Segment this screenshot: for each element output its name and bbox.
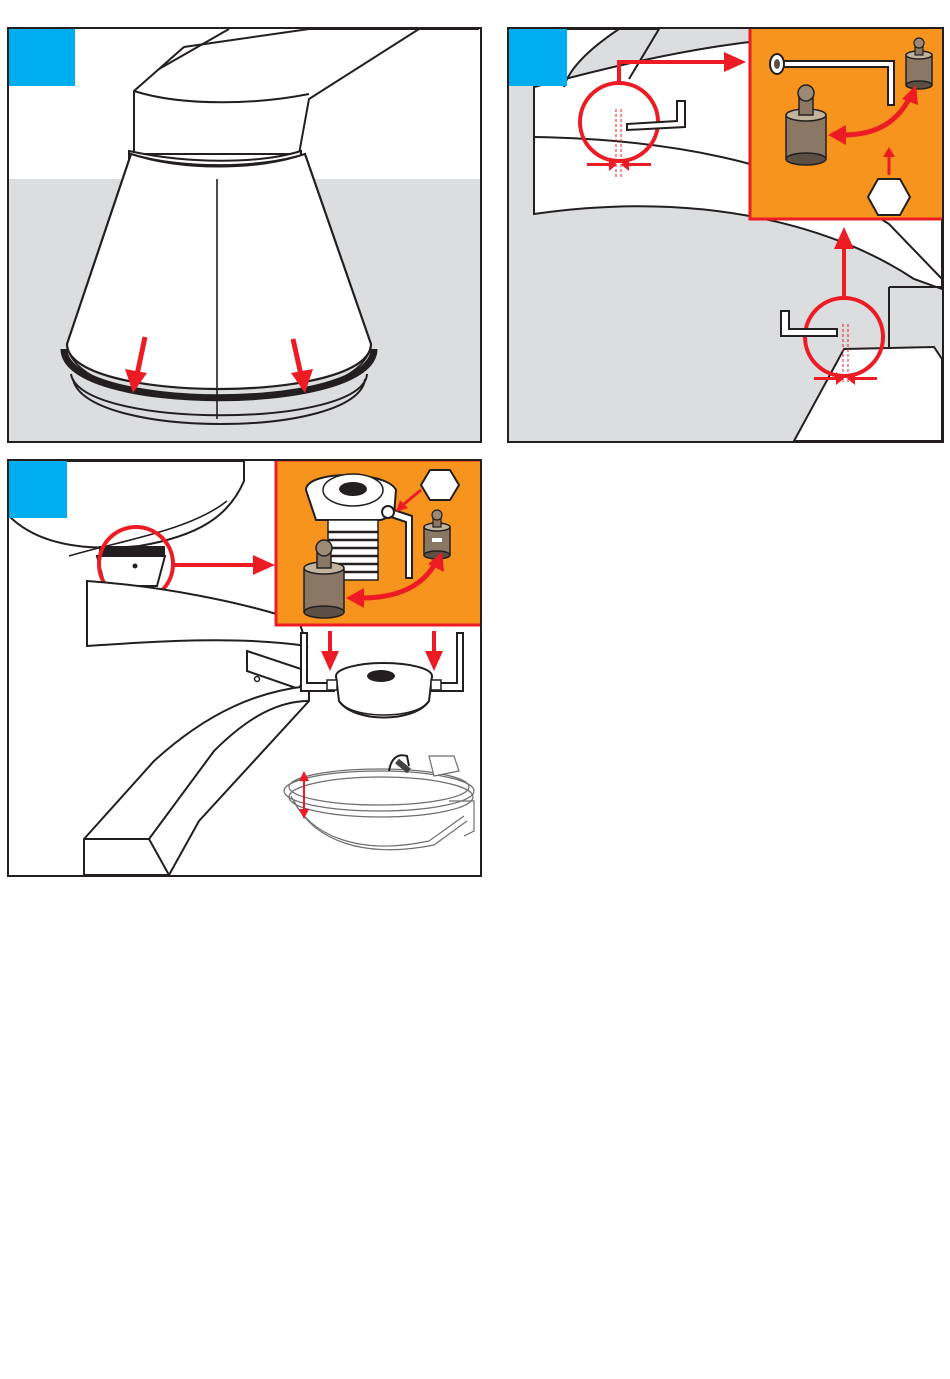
tool-inset <box>276 461 480 625</box>
step-number-tag <box>509 29 575 86</box>
step-panel-2 <box>507 27 944 443</box>
tool-inset <box>750 29 942 219</box>
faucet-body <box>84 686 309 875</box>
step-number-tag <box>9 461 75 518</box>
step-number-tag <box>9 29 75 86</box>
spout-body <box>134 29 479 154</box>
step-panel-3 <box>7 459 482 877</box>
step-panel-1 <box>7 27 482 443</box>
faucet-handle <box>87 581 307 646</box>
aerator-icon <box>97 546 165 586</box>
aerator-cartridge-illustration <box>9 461 480 875</box>
handle-setscrew-illustration <box>509 29 942 441</box>
callout-arrow-icon <box>174 555 275 575</box>
aerator-icon <box>327 663 441 718</box>
faucet-base-illustration <box>9 29 480 441</box>
sink-bowl-icon <box>284 755 474 849</box>
